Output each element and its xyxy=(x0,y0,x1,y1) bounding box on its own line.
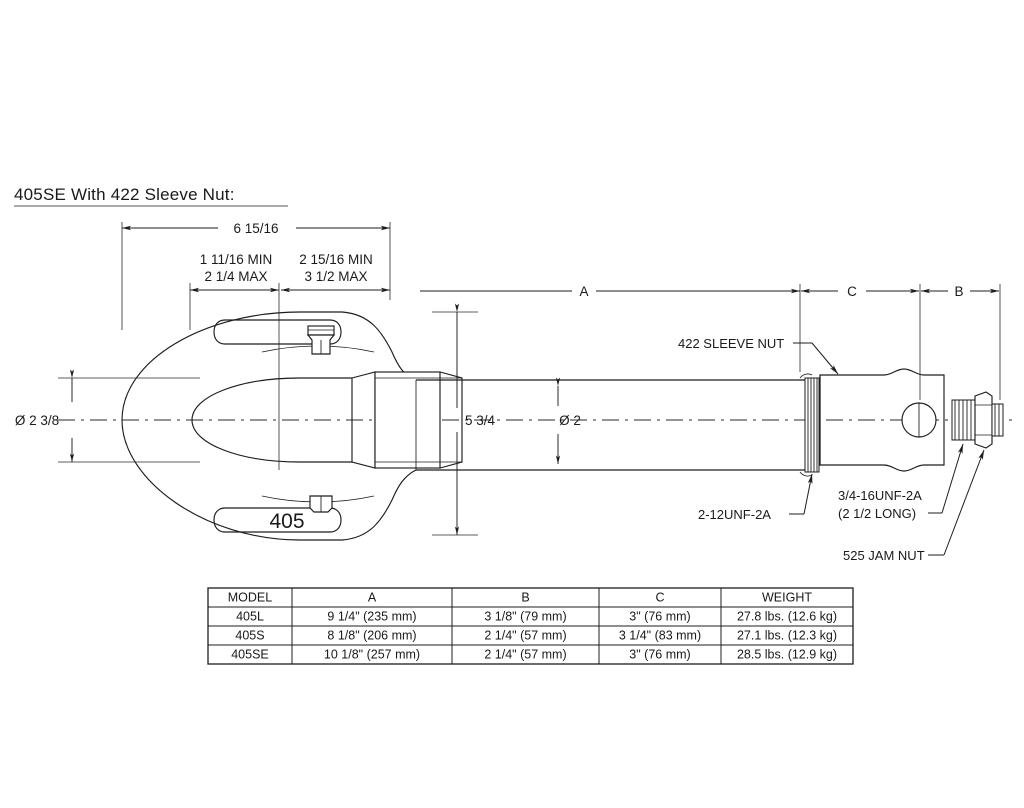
shank-thread-body xyxy=(804,377,820,473)
table-cell: 3 1/8" (79 mm) xyxy=(484,610,566,624)
callout-jam-nut: 525 JAM NUT xyxy=(843,449,985,563)
table-cell: 8 1/8" (206 mm) xyxy=(327,629,416,643)
dim-label-c: C xyxy=(847,284,857,299)
dimension-a-c-b: A C B xyxy=(420,284,1001,400)
clevis-bottom-shoulder xyxy=(341,469,417,541)
table-header-cell: WEIGHT xyxy=(762,591,812,605)
shank-assembly xyxy=(415,373,820,477)
table-cell: 405SE xyxy=(231,648,269,662)
callout-stud-thread-label-2: (2 1/2 LONG) xyxy=(838,506,916,521)
dimension-overall-top: 6 15/16 xyxy=(121,221,391,330)
dimension-eye-diameter: Ø 2 3/8 xyxy=(15,369,200,463)
top-bolt-detail xyxy=(261,325,375,355)
table-cell: 27.8 lbs. (12.6 kg) xyxy=(737,610,837,624)
callout-sleeve-nut-label: 422 SLEEVE NUT xyxy=(678,336,784,351)
dimension-minmax-row: 1 11/16 MIN 2 1/4 MAX 2 15/16 MIN 3 1/2 … xyxy=(189,252,390,470)
jam-nut-hex xyxy=(974,391,993,449)
dim-label-seg1-min: 1 11/16 MIN xyxy=(200,252,273,267)
callout-jam-nut-label: 525 JAM NUT xyxy=(843,548,925,563)
callout-stud-thread-leader xyxy=(941,443,964,514)
table-cell: 3 1/4" (83 mm) xyxy=(619,629,701,643)
specification-table: MODEL A B C WEIGHT 405L 9 1/4" (235 mm) 3 1/8" … xyxy=(207,587,854,665)
callout-sleeve-nut: 422 SLEEVE NUT xyxy=(678,336,839,375)
callout-shank-thread: 2-12UNF-2A xyxy=(698,473,813,522)
dim-label-shank-diameter: Ø 2 xyxy=(559,413,581,428)
callout-shank-thread-label: 2-12UNF-2A xyxy=(698,507,771,522)
jaw-block-body xyxy=(374,371,441,469)
dim-label-b: B xyxy=(954,284,963,299)
stud-end-body xyxy=(991,403,1004,437)
sleeve-nut-body xyxy=(819,368,945,472)
table-header-cell: MODEL xyxy=(228,591,273,605)
top-bolt-washer xyxy=(307,325,335,336)
stud-and-jam-nut xyxy=(951,391,1004,449)
table-cell: 10 1/8" (257 mm) xyxy=(324,648,420,662)
shank-thread-region xyxy=(799,373,820,477)
dimension-head-height: 5 3/4 xyxy=(432,303,496,536)
callout-shank-thread-leader xyxy=(803,473,813,515)
callout-sleeve-nut-leader xyxy=(811,342,839,375)
jaw-block-right-face xyxy=(439,371,463,469)
dim-label-overall-top: 6 15/16 xyxy=(233,221,278,236)
clevis-head-assembly: 405 xyxy=(121,311,463,541)
clevis-outer-profile xyxy=(121,311,301,541)
sleeve-nut-outline xyxy=(819,368,945,472)
body-stamp-label: 405 xyxy=(269,510,304,533)
dim-label-seg1-max: 2 1/4 MAX xyxy=(204,269,267,284)
table-cell: 9 1/4" (235 mm) xyxy=(327,610,416,624)
bottom-bolt-detail xyxy=(261,495,375,513)
head-bottom-slot xyxy=(213,507,342,533)
dimension-shank-diameter: Ø 2 xyxy=(555,377,581,464)
table-header-cell: B xyxy=(521,591,529,605)
dim-label-head-height: 5 3/4 xyxy=(465,413,496,428)
clevis-eye-bore xyxy=(191,377,301,463)
table-row: 405L 9 1/4" (235 mm) 3 1/8" (79 mm) 3" (76 … xyxy=(236,610,837,624)
title-text: 405SE With 422 Sleeve Nut: xyxy=(14,185,235,204)
table-cell: 2 1/4" (57 mm) xyxy=(484,648,566,662)
table-cell: 405S xyxy=(235,629,264,643)
drawing-title: 405SE With 422 Sleeve Nut: xyxy=(14,185,288,207)
table-cell: 3" (76 mm) xyxy=(629,610,690,624)
table-row: 405SE 10 1/8" (257 mm) 2 1/4" (57 mm) 3" (7… xyxy=(231,648,837,662)
callout-jam-nut-leader xyxy=(943,449,985,556)
callout-stud-thread: 3/4-16UNF-2A (2 1/2 LONG) xyxy=(838,443,964,521)
callout-stud-thread-label-1: 3/4-16UNF-2A xyxy=(838,488,922,503)
dim-label-eye-diameter: Ø 2 3/8 xyxy=(15,413,59,428)
dim-label-seg2-max: 3 1/2 MAX xyxy=(304,269,367,284)
dim-label-seg2-min: 2 15/16 MIN xyxy=(299,252,373,267)
table-cell: 2 1/4" (57 mm) xyxy=(484,629,566,643)
table-header-cell: A xyxy=(368,591,377,605)
table-cell: 3" (76 mm) xyxy=(629,648,690,662)
table-header-cell: C xyxy=(655,591,664,605)
table-cell: 28.5 lbs. (12.9 kg) xyxy=(737,648,837,662)
table-cell: 27.1 lbs. (12.3 kg) xyxy=(737,629,837,643)
table-cell: 405L xyxy=(236,610,264,624)
table-row: 405S 8 1/8" (206 mm) 2 1/4" (57 mm) 3 1/4" … xyxy=(235,629,837,643)
dim-label-a: A xyxy=(579,284,588,299)
thread-chamfer-top xyxy=(799,373,813,379)
